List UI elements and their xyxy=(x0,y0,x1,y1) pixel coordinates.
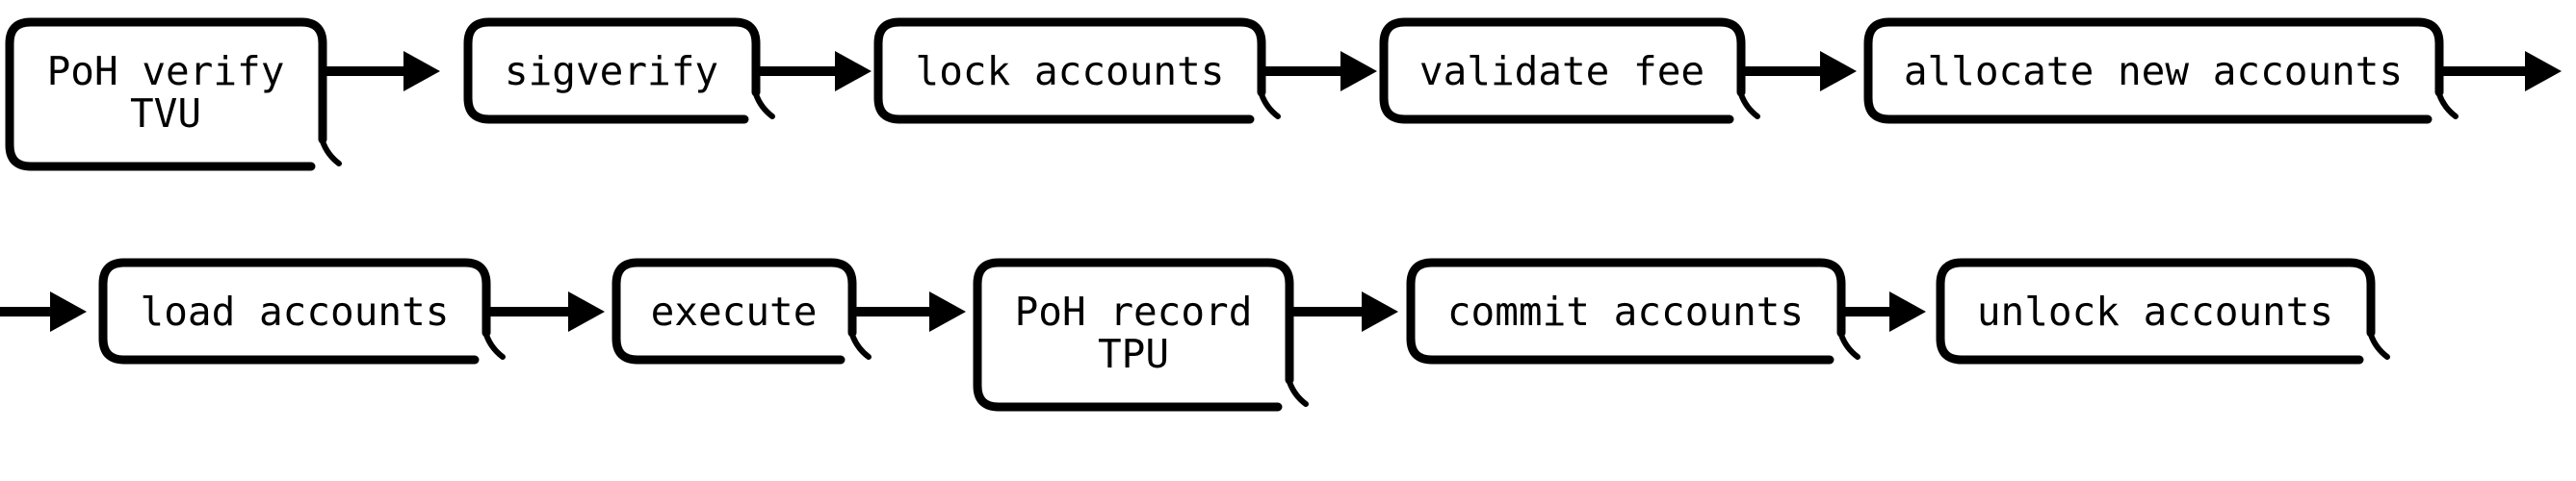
node-box xyxy=(873,17,1266,124)
box-corner-tail xyxy=(1738,91,1760,119)
node-label: TPU xyxy=(1098,331,1169,377)
node-label: commit accounts xyxy=(1447,289,1804,335)
arrow-head xyxy=(1820,51,1857,91)
arrow-row2-entry-continuation xyxy=(0,291,87,332)
node-poh-verify-tvu: PoH verify TVU xyxy=(5,17,342,171)
box-corner-tail xyxy=(849,332,872,360)
node-box xyxy=(98,258,491,365)
node-validate-fee: validate fee xyxy=(1379,17,1760,124)
node-box xyxy=(1379,17,1746,124)
node-unlock-accounts: unlock accounts xyxy=(1936,258,2390,365)
box-corner-tail xyxy=(753,91,775,119)
node-box xyxy=(1406,258,1846,365)
arrow-head xyxy=(1889,291,1926,332)
box-corner-tail xyxy=(1838,332,1860,360)
arrow-head xyxy=(835,51,872,91)
node-box xyxy=(611,258,857,365)
node-box xyxy=(973,258,1294,412)
node-commit-accounts: commit accounts xyxy=(1406,258,1860,365)
node-load-accounts: load accounts xyxy=(98,258,506,365)
arrow-lock-accounts-to-validate-fee xyxy=(1265,51,1377,91)
node-box xyxy=(1936,258,2376,365)
node-label: PoH verify xyxy=(47,48,285,94)
node-label: allocate new accounts xyxy=(1904,48,2403,94)
box-corner-tail xyxy=(2368,332,2390,360)
node-box xyxy=(1863,17,2444,124)
arrow-head xyxy=(50,291,87,332)
box-corner-tail xyxy=(1259,91,1281,119)
node-box xyxy=(5,17,327,171)
arrow-execute-to-poh-record xyxy=(856,291,966,332)
node-box xyxy=(463,17,761,124)
arrow-row1-exit-continuation xyxy=(2443,51,2562,91)
arrow-commit-accounts-to-unlock-accounts xyxy=(1845,291,1926,332)
node-execute: execute xyxy=(611,258,872,365)
box-corner-tail xyxy=(1287,379,1309,407)
arrow-head xyxy=(1362,291,1398,332)
arrow-poh-record-to-commit-accounts xyxy=(1293,291,1398,332)
box-corner-tail xyxy=(320,139,342,166)
node-label: validate fee xyxy=(1419,48,1704,94)
node-label: load accounts xyxy=(141,289,450,335)
node-sigverify: sigverify xyxy=(463,17,775,124)
box-corner-tail xyxy=(2436,91,2459,119)
node-poh-record-tpu: PoH record TPU xyxy=(973,258,1309,412)
arrow-validate-fee-to-allocate-new-accounts xyxy=(1745,51,1857,91)
node-label: PoH record xyxy=(1015,289,1253,335)
node-label: sigverify xyxy=(505,48,718,94)
node-label: unlock accounts xyxy=(1977,289,2333,335)
arrow-poh-verify-to-sigverify xyxy=(326,51,440,91)
arrow-head xyxy=(403,51,440,91)
node-lock-accounts: lock accounts xyxy=(873,17,1281,124)
arrow-load-accounts-to-execute xyxy=(490,291,605,332)
node-label: TVU xyxy=(130,90,201,137)
node-label: execute xyxy=(651,289,818,335)
box-corner-tail xyxy=(483,332,506,360)
node-label: lock accounts xyxy=(916,48,1225,94)
arrow-head xyxy=(2525,51,2562,91)
arrow-sigverify-to-lock-accounts xyxy=(760,51,872,91)
arrow-head xyxy=(1340,51,1377,91)
arrow-head xyxy=(929,291,966,332)
arrow-head xyxy=(568,291,605,332)
node-allocate-new-accounts: allocate new accounts xyxy=(1863,17,2459,124)
